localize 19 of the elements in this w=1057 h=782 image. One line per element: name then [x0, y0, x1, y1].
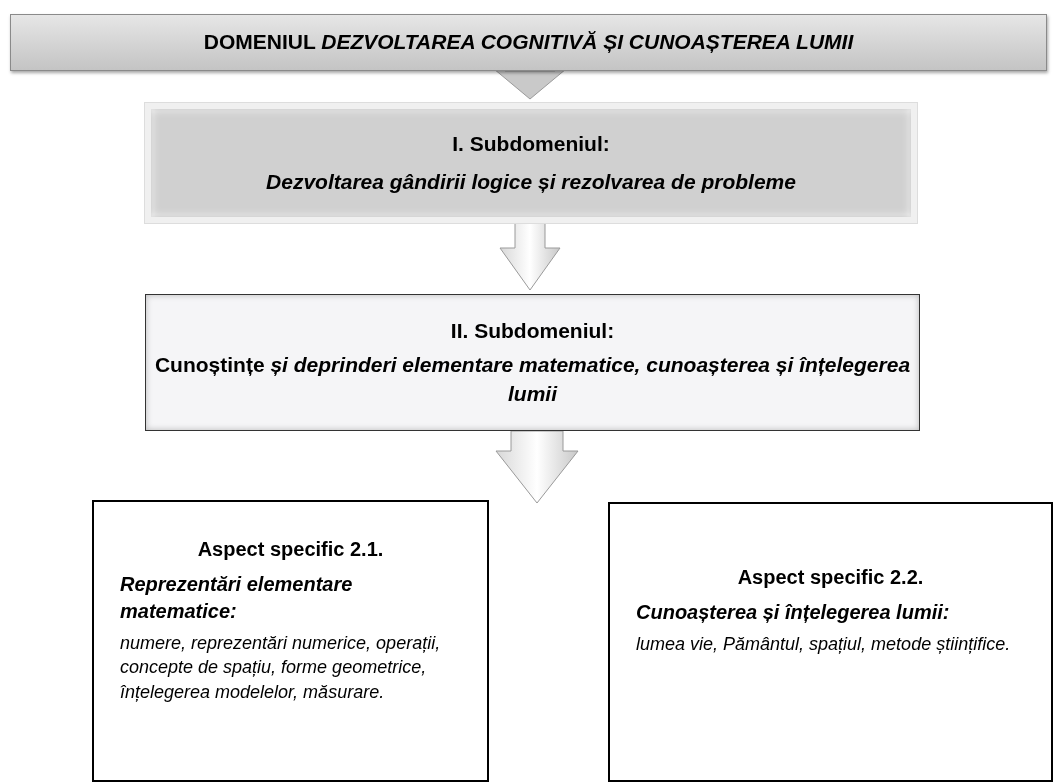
subdomain-name: Dezvoltarea gândirii logice și rezolvarea de probleme — [265, 169, 797, 195]
domain-banner — [10, 14, 1047, 71]
subdomain-heading: I. Subdomeniul: — [451, 130, 611, 157]
aspect-box — [608, 502, 1053, 782]
aspect-description: lumea vie, Pământul, spațiul, metode științifice. — [635, 633, 1012, 656]
subdomain-box — [145, 294, 920, 431]
aspect-heading: Aspect specific 2.1. — [196, 537, 385, 562]
aspect-description: numere, reprezentări numerice, operații, concepte de spațiu, forme geometrice, înțelegerea modelelor, măsurare. — [119, 632, 442, 704]
domain-title: DOMENIUL DEZVOLTAREA COGNITIVĂ ȘI CUNOAȘTEREA LUMII — [202, 29, 855, 56]
subdomain-name: Cunoștințe și deprinderi elementare matematice, cunoașterea și înțelegerea lumii — [153, 352, 912, 407]
aspect-box — [92, 500, 489, 782]
aspect-title: Cunoașterea și înțelegerea lumii: — [635, 600, 951, 625]
aspect-title: Reprezentări elementare matematice: — [119, 572, 354, 624]
block-arrow — [493, 68, 567, 100]
block-arrow — [499, 222, 561, 291]
block-arrow — [495, 430, 579, 504]
aspect-heading: Aspect specific 2.2. — [736, 565, 925, 590]
subdomain-heading: II. Subdomeniul: — [449, 318, 616, 344]
subdomain-box — [145, 103, 917, 223]
